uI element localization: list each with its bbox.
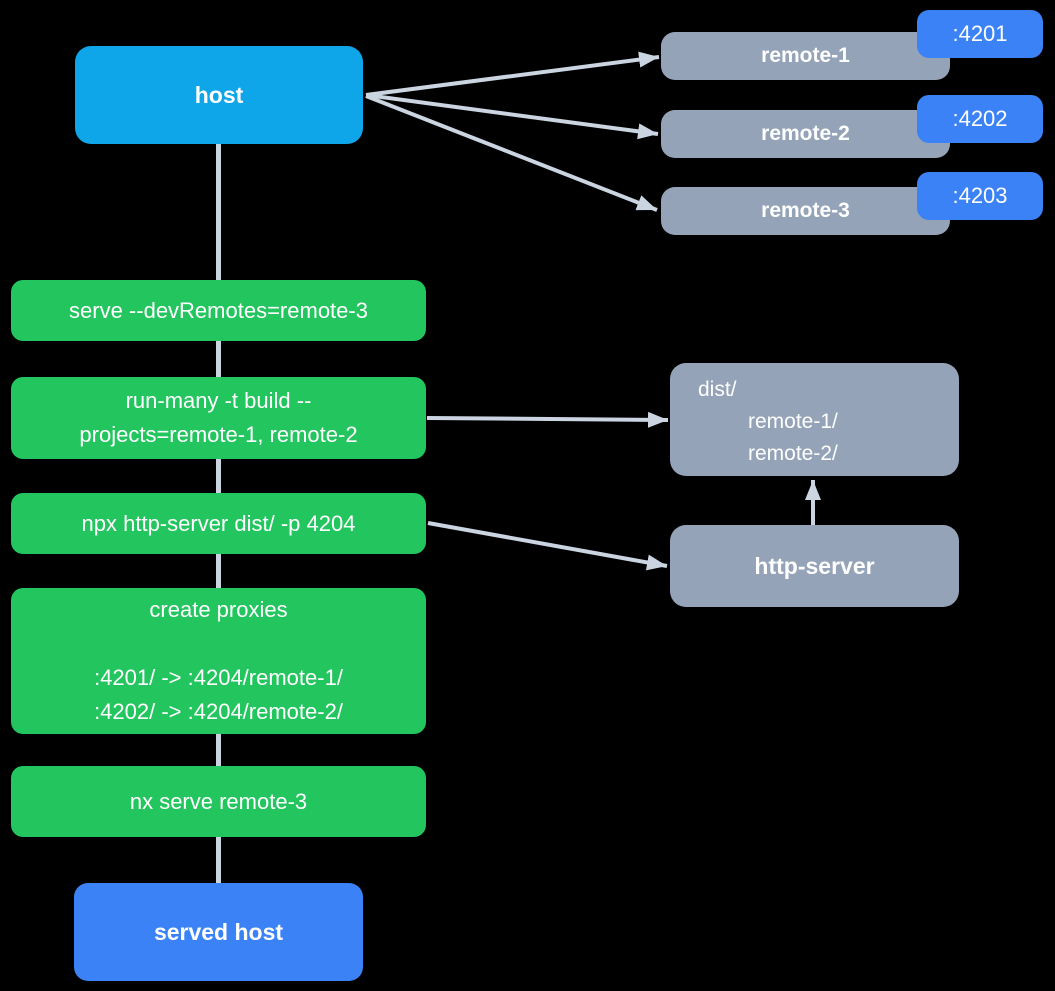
- http-server-label: http-server: [754, 552, 875, 579]
- host-node: host: [75, 46, 363, 144]
- command-line: projects=remote-1, remote-2: [79, 422, 358, 447]
- command-run-many-build: run-many -t build -- projects=remote-1, …: [11, 377, 426, 459]
- arrow-host-to-remote-2: [365, 93, 659, 140]
- remote-2-port: :4202: [952, 106, 1008, 131]
- arrow-build-to-dist: [426, 411, 669, 428]
- http-server-node: http-server: [670, 525, 959, 607]
- command-line: serve --devRemotes=remote-3: [69, 297, 368, 323]
- remote-2-label: remote-2: [761, 122, 850, 145]
- remote-2-port-badge: :4202: [917, 95, 1043, 143]
- remote-1-label: remote-1: [761, 44, 850, 67]
- command-line: create proxies: [149, 597, 288, 622]
- command-line: :4202/ -> :4204/remote-2/: [94, 699, 343, 724]
- host-label: host: [194, 81, 244, 108]
- remote-1-port-badge: :4201: [917, 10, 1043, 58]
- command-nx-serve-remote-3: nx serve remote-3: [11, 766, 426, 837]
- command-create-proxies: create proxies :4201/ -> :4204/remote-1/…: [11, 588, 426, 734]
- remote-3-port: :4203: [952, 183, 1008, 208]
- served-host-node: served host: [74, 883, 363, 981]
- command-line: npx http-server dist/ -p 4204: [81, 510, 356, 536]
- dist-folder-node: dist/ remote-1/ remote-2/: [670, 363, 959, 476]
- command-line: nx serve remote-3: [129, 788, 308, 814]
- remote-3-node: remote-3: [661, 187, 950, 235]
- served-host-label: served host: [153, 918, 284, 945]
- remote-3-port-badge: :4203: [917, 172, 1043, 220]
- dist-remote-2-label: remote-2/: [748, 442, 838, 465]
- dist-root-label: dist/: [698, 378, 737, 401]
- command-npx-http-server: npx http-server dist/ -p 4204: [11, 493, 426, 554]
- remote-1-port: :4201: [952, 21, 1008, 46]
- command-serve-devremotes: serve --devRemotes=remote-3: [11, 280, 426, 341]
- arrow-serve-cmd-to-http-server: [427, 521, 668, 571]
- dist-remote-1-label: remote-1/: [748, 410, 838, 433]
- command-line: run-many -t build --: [125, 388, 312, 413]
- arrow-host-to-remote-1: [365, 51, 660, 97]
- remote-1-node: remote-1: [661, 32, 950, 80]
- remote-3-label: remote-3: [761, 199, 850, 222]
- arrow-host-to-remote-3: [365, 94, 658, 212]
- remote-2-node: remote-2: [661, 110, 950, 158]
- command-line: :4201/ -> :4204/remote-1/: [94, 665, 343, 690]
